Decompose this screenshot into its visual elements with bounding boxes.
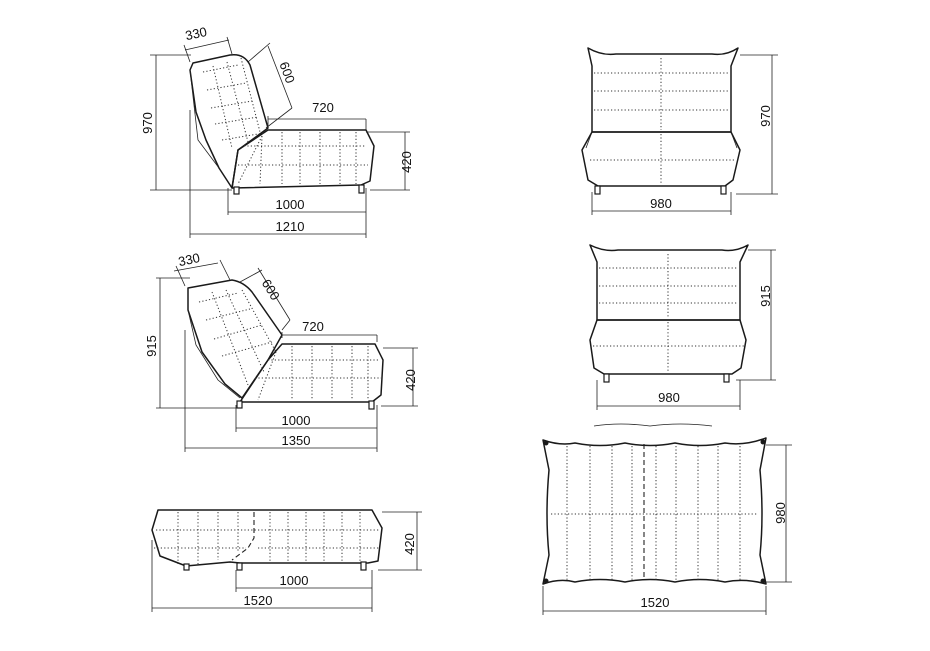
seat-height-label: 420 bbox=[403, 369, 418, 391]
front-leg bbox=[183, 563, 190, 571]
corner-tie bbox=[760, 578, 766, 584]
back-length-label: 600 bbox=[276, 60, 298, 86]
dimension-lines bbox=[542, 444, 792, 615]
back-depth-label: 330 bbox=[184, 24, 208, 43]
front-leg bbox=[236, 400, 243, 409]
quilt-lines bbox=[593, 254, 744, 372]
height-label: 915 bbox=[758, 285, 773, 307]
quilt-lines bbox=[551, 446, 758, 580]
backrest-outline bbox=[189, 53, 269, 189]
quilt-lines bbox=[198, 289, 381, 401]
backrest-outline bbox=[589, 244, 749, 321]
total-width-label: 1520 bbox=[244, 593, 273, 608]
rear-leg bbox=[236, 562, 243, 571]
dimension-lines bbox=[596, 249, 776, 410]
seat-depth-label: 720 bbox=[312, 100, 334, 115]
seat-depth-label: 720 bbox=[302, 319, 324, 334]
left-leg bbox=[594, 185, 601, 195]
backrest-side-panel bbox=[187, 309, 241, 399]
fold-line bbox=[231, 512, 255, 561]
seat-height-label: 420 bbox=[399, 151, 414, 173]
side-view-upright: 970 330 600 720 420 1000 1210 bbox=[140, 24, 414, 238]
side-view-reclined: 915 330 600 720 420 1000 1350 bbox=[144, 250, 418, 452]
height-label: 915 bbox=[144, 335, 159, 357]
front-view-reclined: 915 980 bbox=[589, 244, 776, 410]
back-length-label: 600 bbox=[259, 276, 283, 302]
backrest-side-panel bbox=[189, 69, 220, 169]
height-label: 970 bbox=[758, 105, 773, 127]
total-width-label: 1350 bbox=[282, 433, 311, 448]
height-label: 970 bbox=[140, 112, 155, 134]
length-label: 1520 bbox=[641, 595, 670, 610]
width-label: 980 bbox=[650, 196, 672, 211]
side-view-flat: 420 1000 1520 bbox=[151, 509, 422, 612]
backrest-outline bbox=[187, 279, 283, 399]
right-leg bbox=[723, 373, 730, 383]
quilt-lines bbox=[590, 58, 734, 185]
corner-tie bbox=[760, 439, 766, 445]
corner-tie bbox=[543, 440, 549, 446]
mattress-outline bbox=[542, 437, 767, 585]
back-depth-label: 330 bbox=[177, 250, 201, 269]
width-label: 980 bbox=[658, 390, 680, 405]
front-leg bbox=[233, 186, 240, 195]
quilt-lines bbox=[202, 57, 368, 185]
top-view-flat: 980 1520 bbox=[542, 423, 792, 615]
dimension-lines bbox=[156, 259, 418, 452]
left-leg bbox=[603, 373, 610, 383]
seat-outline bbox=[239, 343, 384, 403]
seat-width-label: 1000 bbox=[282, 413, 311, 428]
mattress-outline bbox=[151, 509, 383, 567]
corner-tie bbox=[543, 578, 549, 584]
seat-height-label: 420 bbox=[402, 533, 417, 555]
dimension-lines bbox=[151, 511, 422, 612]
width-label: 980 bbox=[773, 502, 788, 524]
dimension-lines bbox=[591, 54, 778, 215]
seat-width-label: 1000 bbox=[280, 573, 309, 588]
seat-outline bbox=[231, 129, 375, 189]
front-view-upright: 970 980 bbox=[581, 47, 778, 215]
back-leg bbox=[360, 561, 367, 571]
dimension-lines bbox=[150, 36, 410, 238]
back-leg bbox=[358, 184, 365, 194]
total-width-label: 1210 bbox=[276, 219, 305, 234]
backrest-outline bbox=[587, 47, 739, 133]
seat-outline bbox=[589, 319, 747, 375]
quilt-lines bbox=[154, 512, 380, 564]
seat-width-label: 1000 bbox=[276, 197, 305, 212]
back-leg bbox=[368, 400, 375, 410]
right-leg bbox=[720, 185, 727, 195]
